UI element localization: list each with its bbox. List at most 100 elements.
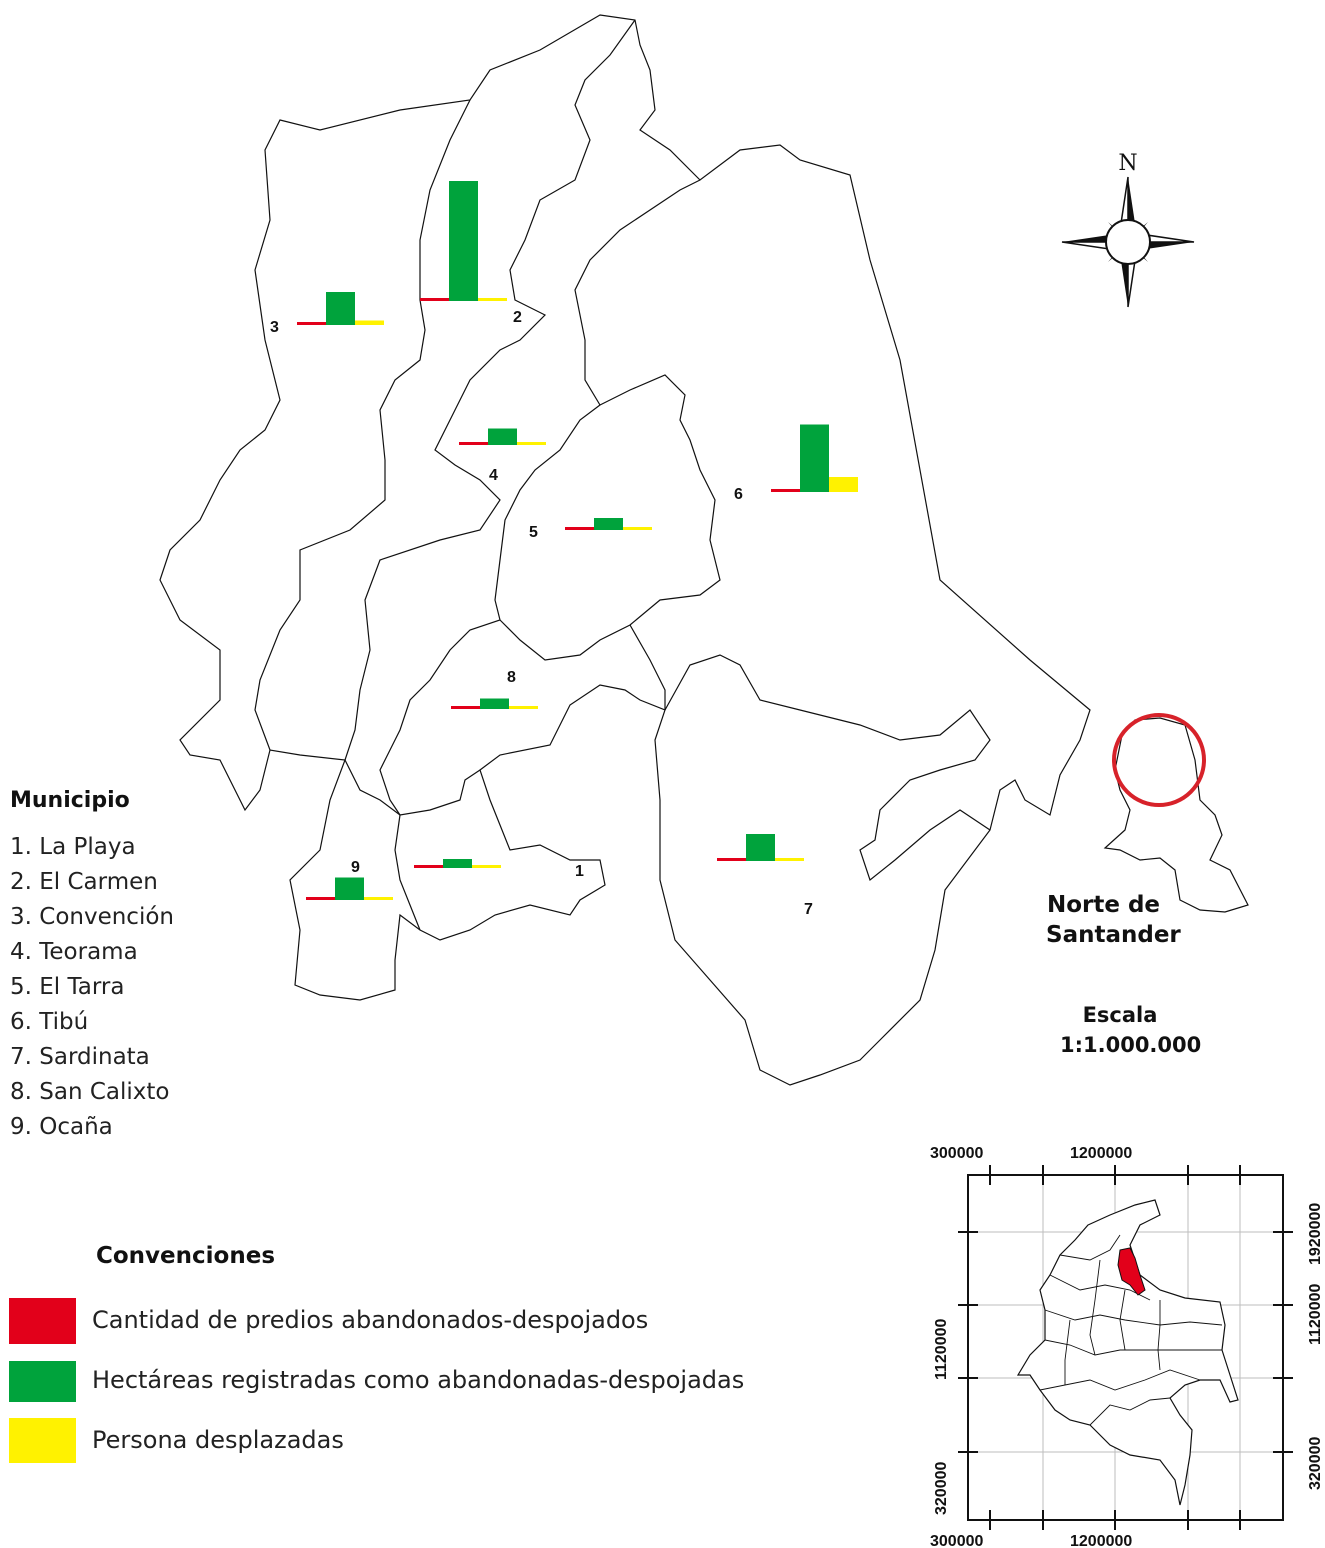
bar-hectareas-3: [326, 292, 355, 325]
municipality-number-labels: 1 2 3 4 5 6 7 8 9: [270, 309, 813, 918]
municipality-item: 5. El Tarra: [10, 974, 125, 1000]
municipality-item: 6. Tibú: [10, 1009, 89, 1035]
inset-bottom-label-2: 1200000: [1070, 1533, 1132, 1548]
inset-right-label-2: 1120000: [1307, 1283, 1324, 1345]
municipality-item: 7. Sardinata: [10, 1044, 150, 1070]
map-number-4: 4: [489, 467, 498, 484]
map-number-5: 5: [529, 524, 538, 541]
bar-predios-4: [459, 442, 488, 445]
legend-label-desplazadas: Persona desplazadas: [92, 1426, 344, 1454]
inset-top-label-1: 300000: [930, 1145, 983, 1162]
municipality-item: 9. Ocaña: [10, 1114, 113, 1140]
bar-predios-8: [451, 706, 480, 709]
inset-right-label-3: 320000: [1307, 1437, 1324, 1490]
scale-label: Escala: [1082, 1003, 1158, 1027]
bar-hectareas-6: [800, 424, 829, 492]
legend-swatch-desplazadas: [9, 1418, 76, 1463]
bar-group-5: [565, 518, 652, 530]
scale-block: Escala 1:1.000.000: [1060, 1000, 1202, 1060]
bar-group-2: [420, 181, 507, 301]
bar-predios-9: [306, 897, 335, 900]
region-line-1: Norte de: [1046, 892, 1161, 918]
north-arrow-icon: N: [1061, 151, 1195, 308]
bar-predios-3: [297, 322, 326, 325]
bar-desplazadas-2: [478, 298, 507, 301]
region-line-2: Santander: [1046, 922, 1181, 948]
map-number-7: 7: [804, 901, 813, 918]
bar-desplazadas-1: [472, 865, 501, 868]
bar-hectareas-4: [488, 428, 517, 445]
map-number-6: 6: [734, 486, 743, 503]
department-locator-map: [1103, 713, 1249, 913]
bar-desplazadas-9: [364, 897, 393, 900]
legend-swatch-hectareas: [9, 1361, 76, 1402]
scale-value: 1:1.000.000: [1060, 1033, 1202, 1057]
department-shape: [1103, 717, 1249, 913]
municipality-item: 4. Teorama: [10, 939, 138, 965]
bar-predios-2: [420, 298, 449, 301]
bar-predios-5: [565, 527, 594, 530]
bar-group-9: [306, 877, 393, 900]
bar-desplazadas-4: [517, 442, 546, 445]
bar-group-7: [717, 834, 804, 861]
boundary-line: [499, 179, 721, 661]
boundary-line: [379, 404, 601, 816]
bar-charts-layer: [297, 181, 858, 900]
highlight-circle: [1112, 713, 1206, 807]
bar-group-6: [771, 424, 858, 492]
inset-axis-labels: 300000 1200000 300000 1200000 1120000 32…: [930, 1145, 1324, 1548]
bar-group-1: [414, 859, 501, 868]
municipality-item: 8. San Calixto: [10, 1079, 170, 1105]
municipality-item: 1. La Playa: [10, 834, 136, 860]
bar-hectareas-9: [335, 877, 364, 900]
bar-group-8: [451, 698, 538, 709]
inset-bottom-label-1: 300000: [930, 1533, 983, 1548]
bar-predios-6: [771, 489, 800, 492]
inset-top-label-2: 1200000: [1070, 1145, 1132, 1162]
bar-hectareas-8: [480, 698, 509, 709]
map-number-3: 3: [270, 319, 279, 336]
bar-desplazadas-8: [509, 706, 538, 709]
legend-swatch-predios: [9, 1298, 76, 1344]
map-number-9: 9: [351, 859, 360, 876]
inset-left-label-2: 320000: [933, 1462, 950, 1515]
boundary-line: [344, 759, 481, 816]
municipal-boundaries: [159, 14, 1091, 1086]
colombia-inset-map: 300000 1200000 300000 1200000 1120000 32…: [930, 1145, 1324, 1548]
inset-ticks: [958, 1165, 1293, 1530]
municipality-item: 3. Convención: [10, 904, 174, 930]
legend-label-predios: Cantidad de predios abandonados-despojad…: [92, 1306, 649, 1334]
bar-desplazadas-3: [355, 320, 384, 325]
legend-label-hectareas: Hectáreas registradas como abandonadas-d…: [92, 1366, 745, 1394]
map-number-1: 1: [575, 863, 584, 880]
bar-predios-1: [414, 865, 443, 868]
municipality-list-title: Municipio: [10, 788, 130, 813]
department-outline: [159, 14, 1091, 1086]
boundary-line: [664, 654, 991, 882]
bar-hectareas-5: [594, 518, 623, 530]
boundary-line: [394, 814, 421, 931]
bar-hectareas-7: [746, 834, 775, 861]
bar-predios-7: [717, 858, 746, 861]
colombia-departments: [1039, 1234, 1223, 1426]
bar-hectareas-1: [443, 859, 472, 868]
region-label: Norte de Santander: [1046, 890, 1181, 950]
bar-desplazadas-7: [775, 858, 804, 861]
bar-group-3: [297, 292, 384, 325]
boundary-line: [344, 19, 636, 761]
bar-group-4: [459, 428, 546, 445]
boundary-line: [254, 99, 471, 751]
bar-desplazadas-6: [829, 477, 858, 492]
north-label: N: [1118, 151, 1137, 176]
boundary-line: [629, 624, 666, 710]
municipality-item: 2. El Carmen: [10, 869, 158, 895]
map-number-8: 8: [507, 669, 516, 686]
bar-desplazadas-5: [623, 527, 652, 530]
legend-title: Convenciones: [96, 1243, 276, 1269]
norte-de-santander-highlight: [1117, 1247, 1146, 1296]
map-number-2: 2: [513, 309, 522, 326]
inset-left-label-1: 1120000: [933, 1318, 950, 1380]
bar-hectareas-2: [449, 181, 478, 301]
inset-right-label-1: 1920000: [1307, 1203, 1324, 1265]
